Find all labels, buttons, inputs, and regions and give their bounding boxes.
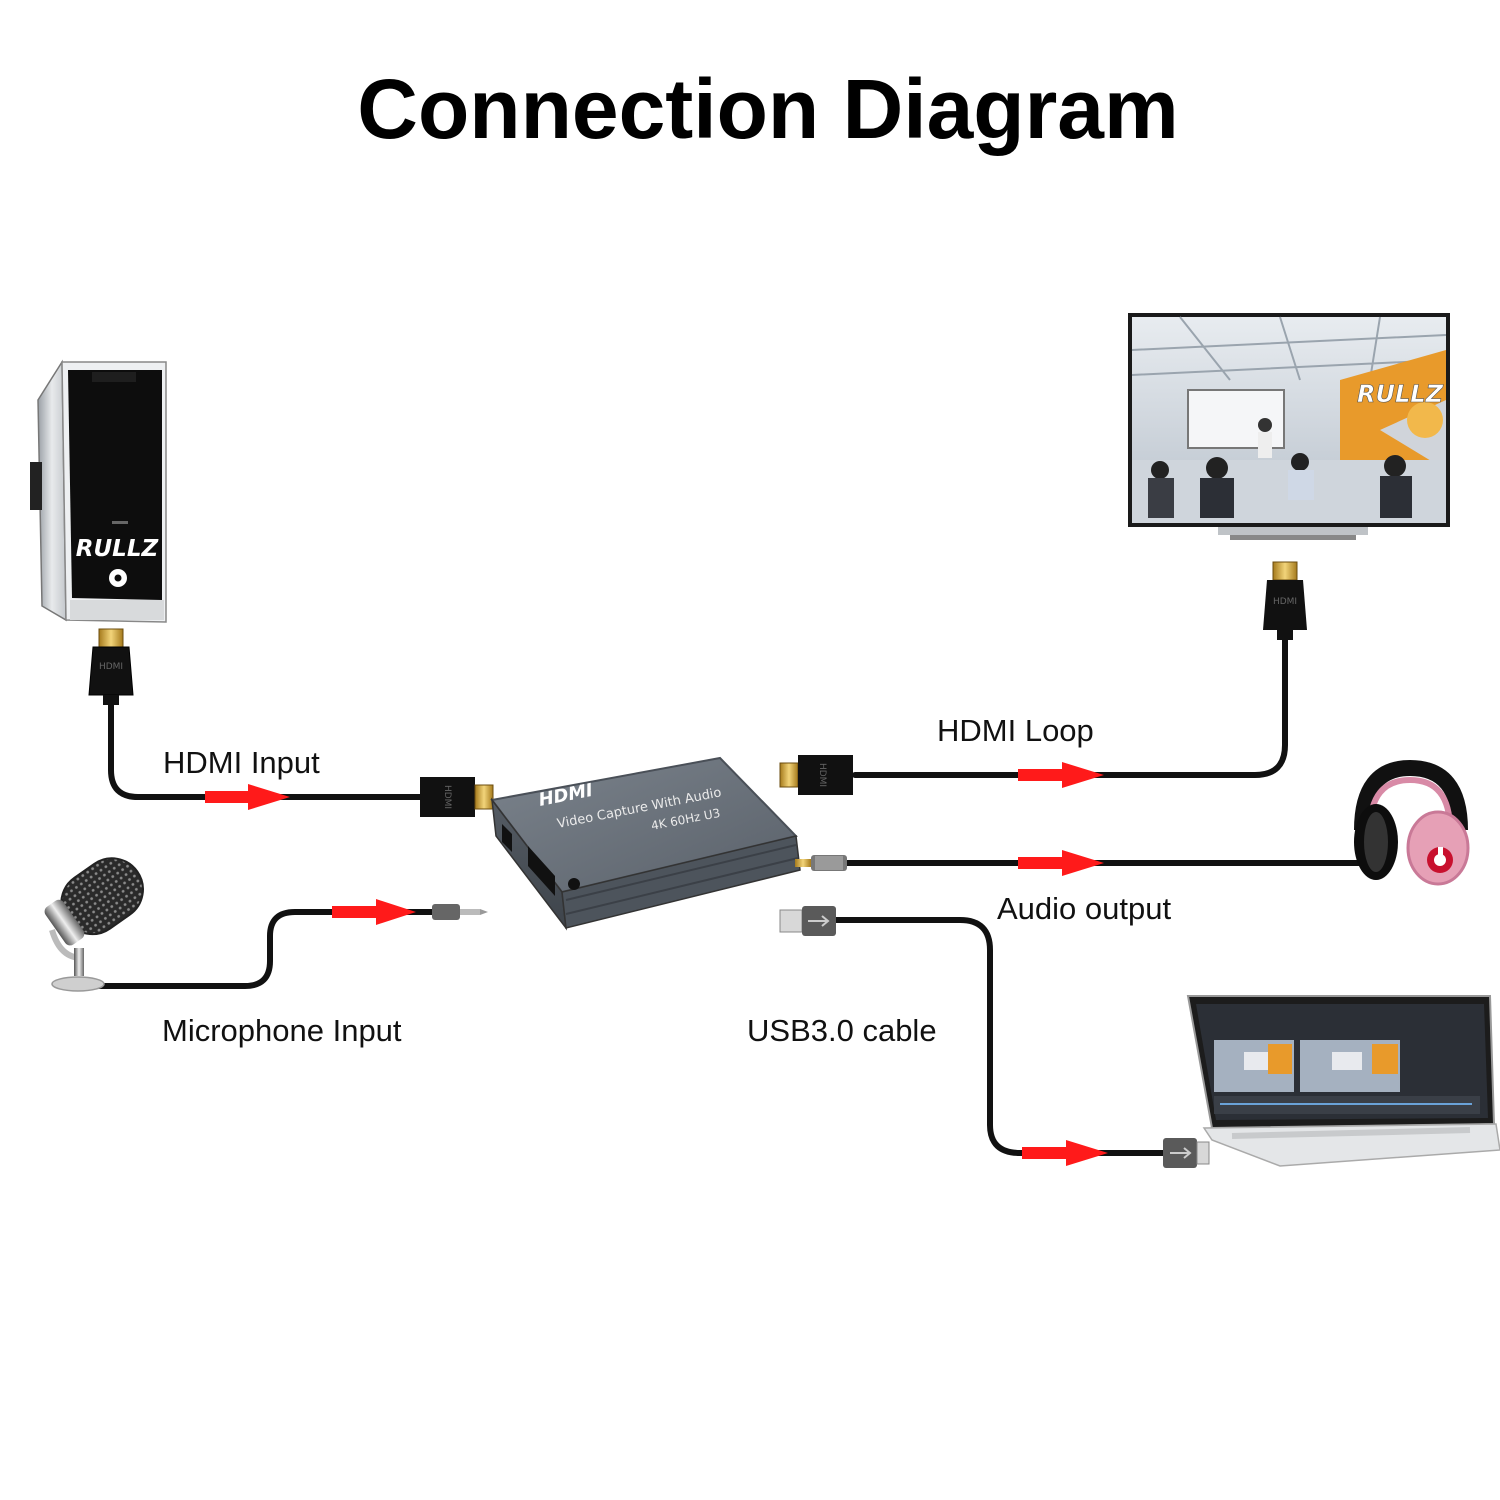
microphone-input-label: Microphone Input [162, 1013, 402, 1048]
hdmi-plug-icon: HDMI [779, 755, 853, 795]
microphone-cable [93, 909, 435, 989]
capture-card-icon: HDMI Video Capture With Audio 4K 60Hz U3 [490, 756, 801, 931]
hdmi-plug-mark: HDMI [99, 662, 123, 672]
hdmi-input-cable [108, 697, 423, 800]
usb-cable-label: USB3.0 cable [747, 1013, 937, 1048]
laptop-icon [1186, 995, 1500, 1167]
television-icon: RULLZ [1128, 313, 1450, 540]
usb-cable [832, 917, 1168, 1156]
hdmi-plug-mark: HDMI [442, 785, 452, 809]
audio-output-arrow [1018, 850, 1104, 876]
desktop-pc-icon: RULLZ [30, 359, 167, 623]
pc-brand-logo: RULLZ [76, 536, 160, 562]
diagram-title: Connection Diagram [357, 62, 1178, 156]
hdmi-loop-label: HDMI Loop [937, 713, 1094, 748]
hdmi-plug-icon: HDMI [88, 628, 134, 705]
hdmi-plug-icon: HDMI [1263, 561, 1307, 640]
signal-arrows [205, 762, 1108, 1166]
audio-jack-icon [795, 855, 847, 871]
usb-plug-icon [1163, 1138, 1210, 1168]
tv-brand-watermark: RULLZ [1357, 380, 1444, 408]
hdmi-plug-mark: HDMI [817, 763, 827, 787]
audio-jack-icon [432, 904, 488, 920]
hdmi-loop-arrow [1018, 762, 1104, 788]
hdmi-plug-mark: HDMI [1273, 597, 1297, 607]
hdmi-input-arrow [205, 784, 290, 810]
audio-output-label: Audio output [997, 891, 1171, 926]
hdmi-loop-cable [852, 637, 1288, 778]
microphone-arrow [332, 899, 416, 925]
microphone-icon [44, 857, 144, 992]
hdmi-input-label: HDMI Input [163, 745, 320, 780]
usb-plug-icon [779, 906, 836, 936]
usb-arrow [1022, 1140, 1108, 1166]
hdmi-plug-icon: HDMI [420, 777, 494, 817]
headphones-icon [1354, 759, 1470, 886]
